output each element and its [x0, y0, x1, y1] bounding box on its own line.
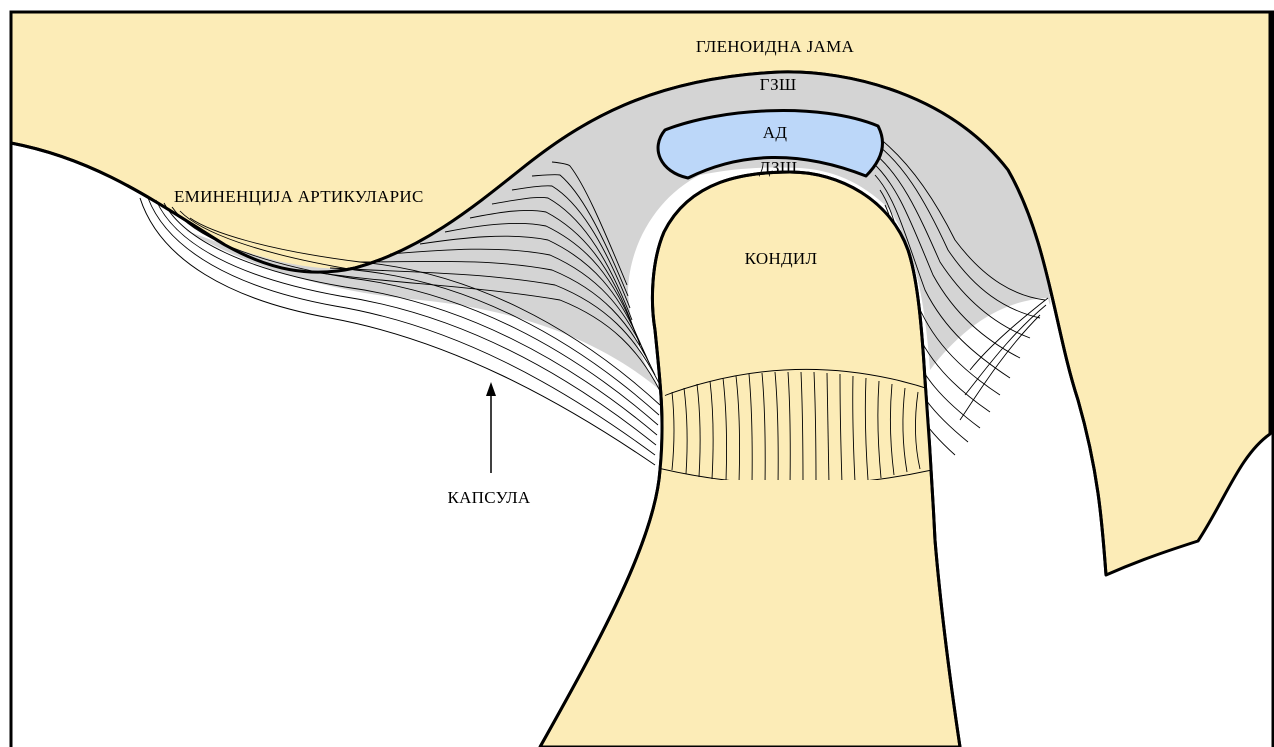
- label-capsule: КАПСУЛА: [447, 488, 530, 507]
- label-articular-disc: АД: [763, 123, 788, 142]
- label-lower-joint-space: ДЗШ: [759, 158, 798, 177]
- label-articular-eminence: ЕМИНЕНЦИЈА АРТИКУЛАРИС: [174, 187, 424, 206]
- label-condyle: КОНДИЛ: [745, 249, 818, 268]
- capsule-attachment-band: [658, 369, 932, 486]
- label-glenoid-fossa: ГЛЕНОИДНА ЈАМА: [696, 37, 855, 56]
- label-upper-joint-space: ГЗШ: [760, 75, 797, 94]
